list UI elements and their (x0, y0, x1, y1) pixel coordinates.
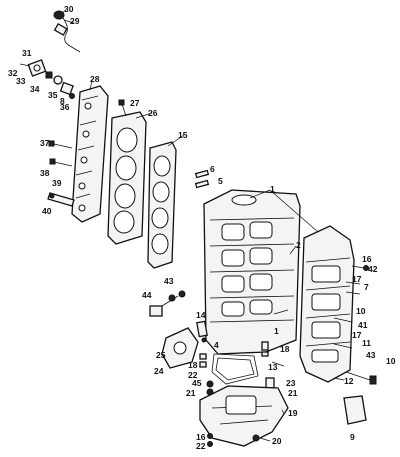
callout-36: 36 (60, 102, 70, 112)
callout-8: 8 (60, 96, 65, 106)
callout-19: 19 (288, 408, 298, 418)
callout-17-low: 17 (352, 330, 362, 340)
callout-18-left: 18 (188, 360, 198, 370)
callout-11: 11 (362, 338, 371, 348)
callout-9: 9 (350, 432, 355, 442)
callout-13: 13 (268, 362, 278, 372)
bolt-44 (149, 290, 186, 317)
callout-12: 12 (344, 376, 354, 386)
cylinder-head-cover (71, 85, 109, 223)
callout-41: 41 (358, 320, 368, 330)
callout-10: 10 (386, 356, 396, 366)
callout-5: 5 (218, 176, 223, 186)
decal-9 (343, 395, 367, 425)
gasket-13 (211, 353, 259, 385)
callout-7: 7 (364, 282, 369, 292)
callouts: 30 29 31 32 33 34 35 8 36 28 27 26 15 37… (8, 4, 396, 451)
head-cover-bolts (47, 140, 75, 207)
callout-10-top: 10 (356, 306, 366, 316)
callout-30: 30 (64, 4, 74, 14)
drain-screws (207, 433, 213, 447)
callout-43-right: 43 (366, 350, 376, 360)
callout-22-bottom: 22 (196, 441, 206, 451)
callout-39: 39 (52, 178, 62, 188)
leader-lines (61, 9, 319, 442)
callout-40: 40 (42, 206, 52, 216)
callout-6: 6 (210, 164, 215, 174)
callout-43-left: 43 (164, 276, 174, 286)
callout-23: 23 (286, 378, 296, 388)
callout-21-left: 21 (186, 388, 196, 398)
cylinder-head-gasket (147, 141, 177, 269)
callout-31: 31 (22, 48, 32, 58)
callout-14: 14 (196, 310, 206, 320)
callout-16-top: 16 (362, 254, 372, 264)
callout-38: 38 (40, 168, 50, 178)
callout-42: 42 (368, 264, 378, 274)
callout-45: 45 (192, 378, 202, 388)
callout-37: 37 (40, 138, 50, 148)
callout-16-bottom: 16 (196, 432, 206, 442)
callout-15: 15 (178, 130, 188, 140)
callout-22-left: 22 (188, 370, 198, 380)
callout-34: 34 (30, 84, 40, 94)
callout-24: 24 (154, 366, 164, 376)
callout-35: 35 (48, 90, 58, 100)
callout-26: 26 (148, 108, 158, 118)
crankcase-cover (299, 225, 355, 383)
callout-33: 33 (16, 76, 26, 86)
thermostat-cluster (19, 59, 75, 99)
bottom-cover (199, 385, 289, 447)
callout-21-right: 21 (288, 388, 298, 398)
callout-3: 1 (274, 326, 279, 336)
callout-18-right: 18 (280, 344, 290, 354)
callout-29: 29 (70, 16, 80, 26)
dowel-pins (194, 169, 210, 189)
crankcase-bolts (333, 265, 377, 385)
callout-1: 1 (270, 184, 275, 194)
callout-44: 44 (142, 290, 152, 300)
callout-25: 25 (156, 350, 166, 360)
cover-plate (161, 320, 208, 369)
callout-28: 28 (90, 74, 100, 84)
callout-17-top: 17 (352, 274, 362, 284)
temperature-sender (53, 10, 81, 53)
cylinder-block (203, 189, 301, 355)
callout-27: 27 (130, 98, 140, 108)
callout-2: 2 (296, 240, 301, 250)
cylinder-head (107, 99, 147, 245)
callout-32: 32 (8, 68, 18, 78)
callout-20: 20 (272, 436, 282, 446)
callout-4: 4 (214, 340, 219, 350)
